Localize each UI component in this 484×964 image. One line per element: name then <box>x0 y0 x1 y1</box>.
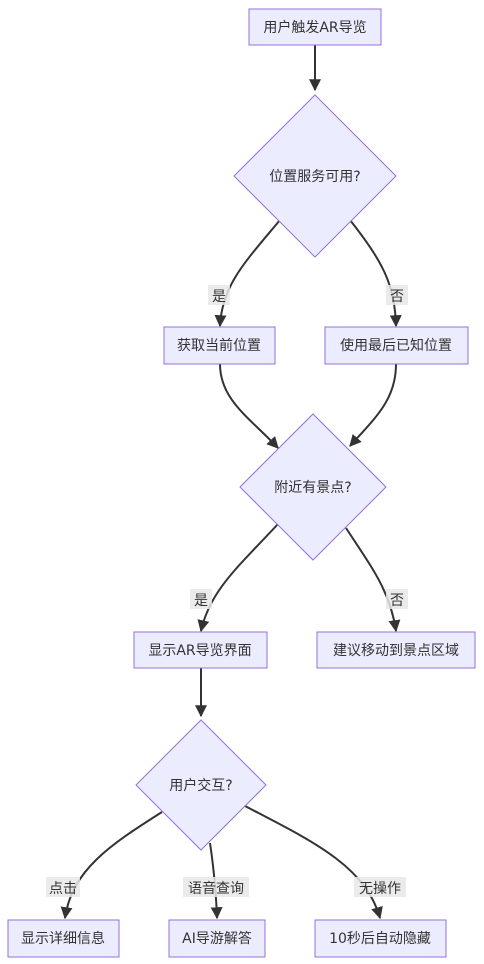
node-auto-hide: 10秒后自动隐藏 <box>314 919 447 958</box>
svg-text:否: 否 <box>390 593 404 609</box>
node-last-location: 使用最后已知位置 <box>324 326 469 365</box>
svg-text:是: 是 <box>194 593 208 609</box>
edge-location-yes <box>214 219 281 328</box>
svg-text:无操作: 无操作 <box>359 881 401 897</box>
node-show-detail: 显示详细信息 <box>7 919 120 958</box>
node-show-ar: 显示AR导览界面 <box>133 631 268 669</box>
edge-nearby-no <box>345 527 401 633</box>
svg-text:AI导游解答: AI导游解答 <box>182 930 252 947</box>
edge-interaction-none <box>244 805 383 920</box>
edge-label-voice: 语音查询 <box>183 877 249 897</box>
svg-text:用户触发AR导览: 用户触发AR导览 <box>263 19 366 36</box>
svg-text:是: 是 <box>212 289 226 305</box>
edge-interaction-click <box>60 811 163 920</box>
node-ai-answer: AI导游解答 <box>168 919 266 958</box>
edge-label-none: 无操作 <box>354 877 406 897</box>
svg-text:使用最后已知位置: 使用最后已知位置 <box>340 337 452 354</box>
svg-text:语音查询: 语音查询 <box>188 880 244 897</box>
edge-label-location-yes: 是 <box>208 285 230 305</box>
svg-text:附近有景点?: 附近有景点? <box>274 480 351 496</box>
edge-label-nearby-no: 否 <box>386 589 408 609</box>
node-interaction-check: 用户交互? <box>135 719 267 851</box>
edge-label-location-no: 否 <box>386 285 408 305</box>
node-start: 用户触发AR导览 <box>248 8 382 46</box>
svg-text:显示AR导览界面: 显示AR导览界面 <box>148 643 251 659</box>
svg-text:否: 否 <box>390 289 404 305</box>
node-get-location: 获取当前位置 <box>163 326 276 365</box>
svg-text:10秒后自动隐藏: 10秒后自动隐藏 <box>329 931 431 947</box>
svg-text:显示详细信息: 显示详细信息 <box>21 930 105 947</box>
node-location-check: 位置服务可用? <box>233 94 397 258</box>
svg-text:点击: 点击 <box>49 881 77 897</box>
svg-text:建议移动到景点区域: 建议移动到景点区域 <box>333 643 459 659</box>
edge-get-to-nearby <box>219 363 279 449</box>
svg-text:位置服务可用?: 位置服务可用? <box>269 169 360 185</box>
svg-text:获取当前位置: 获取当前位置 <box>177 337 261 354</box>
edge-label-click: 点击 <box>46 877 80 897</box>
node-nearby-check: 附近有景点? <box>239 413 387 561</box>
edge-nearby-yes <box>197 523 279 633</box>
node-suggest-move: 建议移动到景点区域 <box>316 631 476 669</box>
edge-last-to-nearby <box>349 363 397 447</box>
svg-text:用户交互?: 用户交互? <box>169 777 232 794</box>
edge-location-no <box>349 219 402 328</box>
edge-label-nearby-yes: 是 <box>190 589 212 609</box>
